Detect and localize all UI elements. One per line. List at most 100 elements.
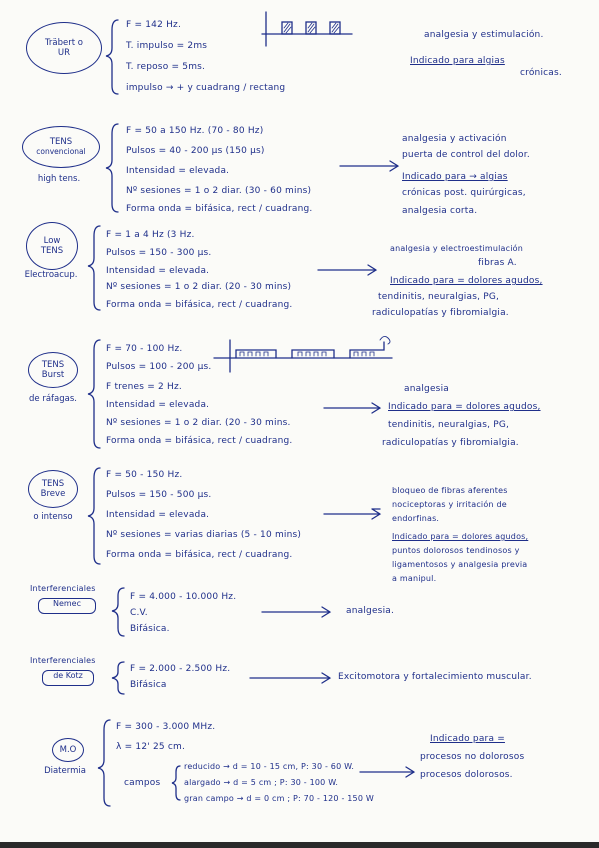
s8-line-0: F = 300 - 3.000 MHz. — [116, 722, 216, 732]
s1-line-freq: F = 142 Hz. — [126, 20, 182, 30]
s5-right-5: ligamentosos y analgesia previa — [392, 560, 528, 569]
s1-line-impulso: T. impulso = 2ms — [126, 41, 208, 51]
arrow-3 — [317, 264, 378, 276]
s2-line-4: Forma onda = bifásica, rect / cuadrang. — [126, 204, 313, 214]
arrow-8 — [359, 766, 416, 778]
s3-line-3: Nº sesiones = 1 o 2 diar. (20 - 30 mins) — [106, 282, 292, 292]
label-line: TENS — [41, 360, 65, 370]
s5-line-0: F = 50 - 150 Hz. — [106, 470, 183, 480]
s5-right-2: endorfinas. — [392, 514, 440, 523]
s8-right-0: Indicado para = — [430, 734, 505, 744]
s4-right-2: tendinitis, neuralgias, PG, — [388, 420, 510, 430]
s3-right-4: radiculopatías y fibromialgia. — [372, 308, 509, 318]
s2-right-0: analgesia y activación — [402, 134, 507, 144]
s5-line-1: Pulsos = 150 - 500 µs. — [106, 490, 212, 500]
brace-3 — [87, 225, 101, 311]
s4-line-3: Intensidad = elevada. — [106, 400, 210, 410]
s8-campos: campos — [124, 778, 161, 788]
brace-2 — [105, 123, 119, 213]
s1-right-1: Indicado para algias — [410, 56, 505, 66]
label-line: convencional — [36, 147, 86, 156]
s4-line-2: F trenes = 2 Hz. — [106, 382, 182, 392]
s8-sub-1: alargado → d = 5 cm ; P: 30 - 100 W. — [184, 778, 339, 787]
s7-line-1: Bifásica — [130, 680, 167, 690]
s5-right-0: bloqueo de fibras aferentes — [392, 486, 508, 495]
s2-right-1: puerta de control del dolor. — [402, 150, 530, 160]
label-line: M.O — [59, 745, 77, 755]
label-de-kotz: de Kotz — [42, 670, 94, 686]
label-line: Breve — [40, 489, 66, 499]
s6-line-2: Bifásica. — [130, 624, 170, 634]
s8-side-label: Diatermia — [44, 766, 86, 776]
s3-right-0: analgesia y electroestimulación — [390, 244, 524, 253]
waveform-trabert — [261, 11, 353, 47]
s6-line-1: C.V. — [130, 608, 148, 618]
s3-right-3: tendinitis, neuralgias, PG, — [378, 292, 500, 302]
s5-right-4: puntos dolorosos tendinosos y — [392, 546, 520, 555]
label-line: Burst — [41, 370, 65, 380]
label-trabert: Träbert o UR — [26, 22, 102, 74]
arrow-2 — [339, 160, 400, 172]
s2-right-3: crónicas post. quirúrgicas, — [402, 188, 526, 198]
arrow-6 — [261, 606, 332, 618]
page-bottom-edge — [0, 842, 599, 848]
label-line: UR — [57, 48, 71, 58]
s3-side-label: Electroacup. — [24, 270, 78, 280]
s2-right-4: analgesia corta. — [402, 206, 478, 216]
brace-6 — [111, 587, 125, 637]
s2-line-2: Intensidad = elevada. — [126, 166, 230, 176]
s3-line-2: Intensidad = elevada. — [106, 266, 210, 276]
label-line: Low — [43, 236, 61, 246]
s5-right-6: a manipul. — [392, 574, 437, 583]
s6-line-0: F = 4.000 - 10.000 Hz. — [130, 592, 237, 602]
s3-line-4: Forma onda = bifásica, rect / cuadrang. — [106, 300, 293, 310]
s4-side-label: de ráfagas. — [29, 394, 77, 404]
arrow-5 — [323, 508, 382, 520]
label-line: TENS — [41, 479, 65, 489]
s5-line-4: Forma onda = bifásica, rect / cuadrang. — [106, 550, 293, 560]
s3-right-1: fibras A. — [478, 258, 517, 268]
s2-line-3: Nº sesiones = 1 o 2 diar. (30 - 60 mins) — [126, 186, 312, 196]
s8-right-2: procesos dolorosos. — [420, 770, 513, 780]
s4-right-3: radiculopatías y fibromialgia. — [382, 438, 519, 448]
label-nemec: Nemec — [38, 598, 96, 614]
s4-line-5: Forma onda = bifásica, rect / cuadrang. — [106, 436, 293, 446]
label-tens-burst: TENS Burst — [28, 352, 78, 388]
brace-1 — [105, 19, 119, 95]
s4-line-1: Pulsos = 100 - 200 µs. — [106, 362, 212, 372]
s6-right: analgesia. — [346, 606, 395, 616]
brace-5 — [87, 467, 101, 565]
label-tens-convencional: TENS convencional — [22, 126, 100, 168]
s7-line-0: F = 2.000 - 2.500 Hz. — [130, 664, 231, 674]
s1-line-forma: impulso → + y cuadrang / rectang — [126, 83, 286, 93]
s4-right-1: Indicado para = dolores agudos, — [388, 402, 541, 412]
label-line: Träbert o — [44, 38, 83, 48]
brace-8 — [97, 719, 111, 807]
s5-right-1: nociceptoras y irritación de — [392, 500, 507, 509]
s1-right-2: crónicas. — [520, 68, 562, 78]
label-tens-breve: TENS Breve — [28, 470, 78, 508]
s3-right-2: Indicado para = dolores agudos, — [390, 276, 543, 286]
s2-line-1: Pulsos = 40 - 200 µs (150 µs) — [126, 146, 265, 156]
s4-line-0: F = 70 - 100 Hz. — [106, 344, 183, 354]
s8-sub-0: reducido → d = 10 - 15 cm, P: 30 - 60 W. — [184, 762, 355, 771]
s7-top-label: Interferenciales — [30, 656, 96, 665]
s5-line-3: Nº sesiones = varias diarias (5 - 10 min… — [106, 530, 302, 540]
brace-4 — [87, 339, 101, 449]
brace-7 — [111, 661, 125, 695]
waveform-burst — [213, 335, 393, 373]
s5-line-2: Intensidad = elevada. — [106, 510, 210, 520]
s4-right-0: analgesia — [404, 384, 449, 394]
s4-line-4: Nº sesiones = 1 o 2 diar. (20 - 30 mins. — [106, 418, 291, 428]
s3-line-1: Pulsos = 150 - 300 µs. — [106, 248, 212, 258]
label-low-tens: Low TENS — [26, 222, 78, 270]
s8-right-1: procesos no dolorosos — [420, 752, 525, 762]
s1-line-reposo: T. reposo = 5ms. — [126, 62, 206, 72]
s6-top-label: Interferenciales — [30, 584, 96, 593]
label-mo: M.O — [52, 738, 84, 762]
s2-side-label: high tens. — [37, 174, 81, 184]
label-line: TENS — [49, 137, 73, 147]
brace-campos — [171, 765, 181, 801]
s5-side-label: o intenso — [33, 512, 73, 522]
